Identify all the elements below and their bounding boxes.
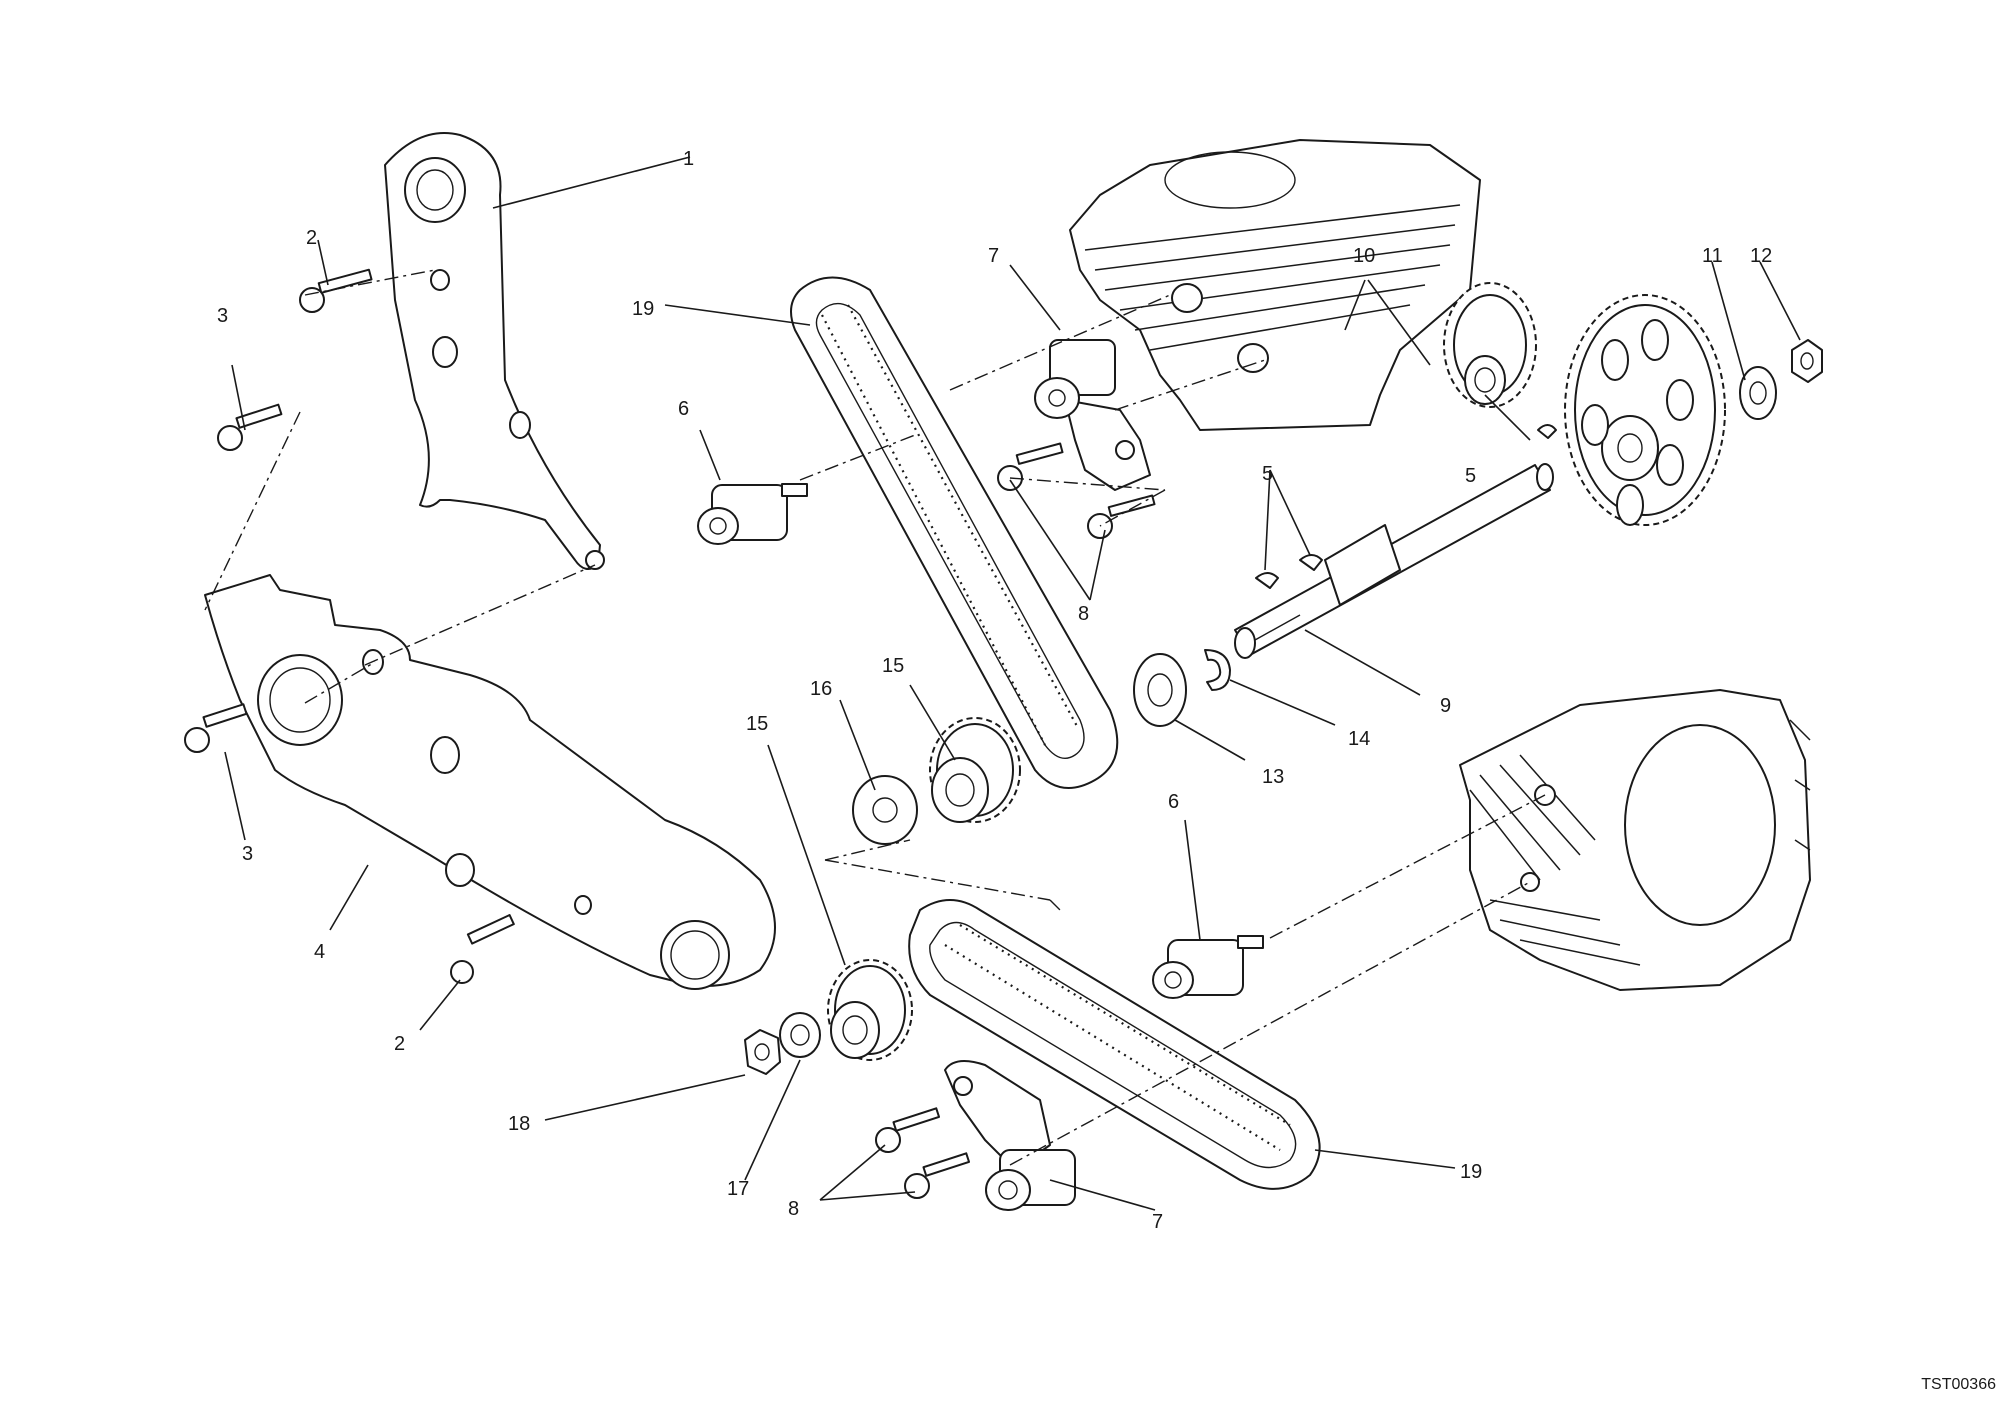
callout-6-lower: 6 [1168,791,1179,813]
washer-13 [1133,653,1187,727]
circlip-14 [1204,649,1231,691]
callout-4: 4 [314,941,325,963]
callout-2-top: 2 [306,227,317,249]
small-gear [1443,282,1537,408]
cylinder-head [1459,689,1811,991]
large-gear [1564,294,1726,526]
callout-13: 13 [1262,766,1284,788]
callout-11: 11 [1702,245,1723,267]
callout-16: 16 [810,678,832,700]
timing-belt-lower [908,899,1321,1190]
lower-belt-cover [204,574,776,990]
callout-8-lower: 8 [788,1198,799,1220]
leader-lines [224,156,1801,1211]
callout-7-top: 7 [988,245,999,267]
washer-11 [1739,366,1777,420]
callout-9: 9 [1440,695,1451,717]
callout-17: 17 [727,1178,749,1200]
callout-19-top: 19 [632,298,654,320]
screw-top-2 [299,268,373,313]
washer-16 [852,775,918,845]
callout-19-lower: 19 [1460,1161,1482,1183]
callout-3-top: 3 [217,305,228,327]
nut-12 [1791,339,1823,383]
spacer-upper [697,483,808,545]
screws-8-lower [875,1107,971,1199]
pulley-upper [929,717,1021,823]
screw-bottom-2 [450,914,515,984]
alignment-lines [204,269,1546,1166]
callout-7-lower: 7 [1152,1211,1163,1233]
callout-3-left: 3 [242,843,253,865]
drawing-reference-code: TST00366 [1921,1376,1996,1393]
callout-14: 14 [1348,728,1370,750]
callout-10: 10 [1353,245,1375,267]
callout-18: 18 [508,1113,530,1135]
callout-15-lower: 15 [746,713,768,735]
callout-15-upper: 15 [882,655,904,677]
callout-5-top: 5 [1262,463,1273,485]
callout-12: 12 [1750,245,1772,267]
woodruff-keys [1255,424,1557,589]
camshaft [1234,463,1554,659]
callout-8-top: 8 [1078,603,1089,625]
nut-18 [744,1029,781,1075]
callout-6-top: 6 [678,398,689,420]
callout-labels: 1 2 3 3 4 2 19 6 7 8 5 5 10 11 12 9 14 1… [217,148,1772,1233]
callout-2-bottom: 2 [394,1033,405,1055]
callout-1: 1 [683,148,694,170]
washer-17 [779,1012,821,1058]
pulley-lower [827,959,913,1061]
cylinder-upper [1069,139,1481,431]
screw-left-3 [184,703,248,753]
tensioner-upper [1034,339,1151,491]
spacer-lower [1152,935,1264,999]
callout-5-right: 5 [1465,465,1476,487]
screw-top-3 [217,403,283,451]
upper-belt-cover [384,132,605,570]
tensioner-lower [944,1060,1076,1211]
